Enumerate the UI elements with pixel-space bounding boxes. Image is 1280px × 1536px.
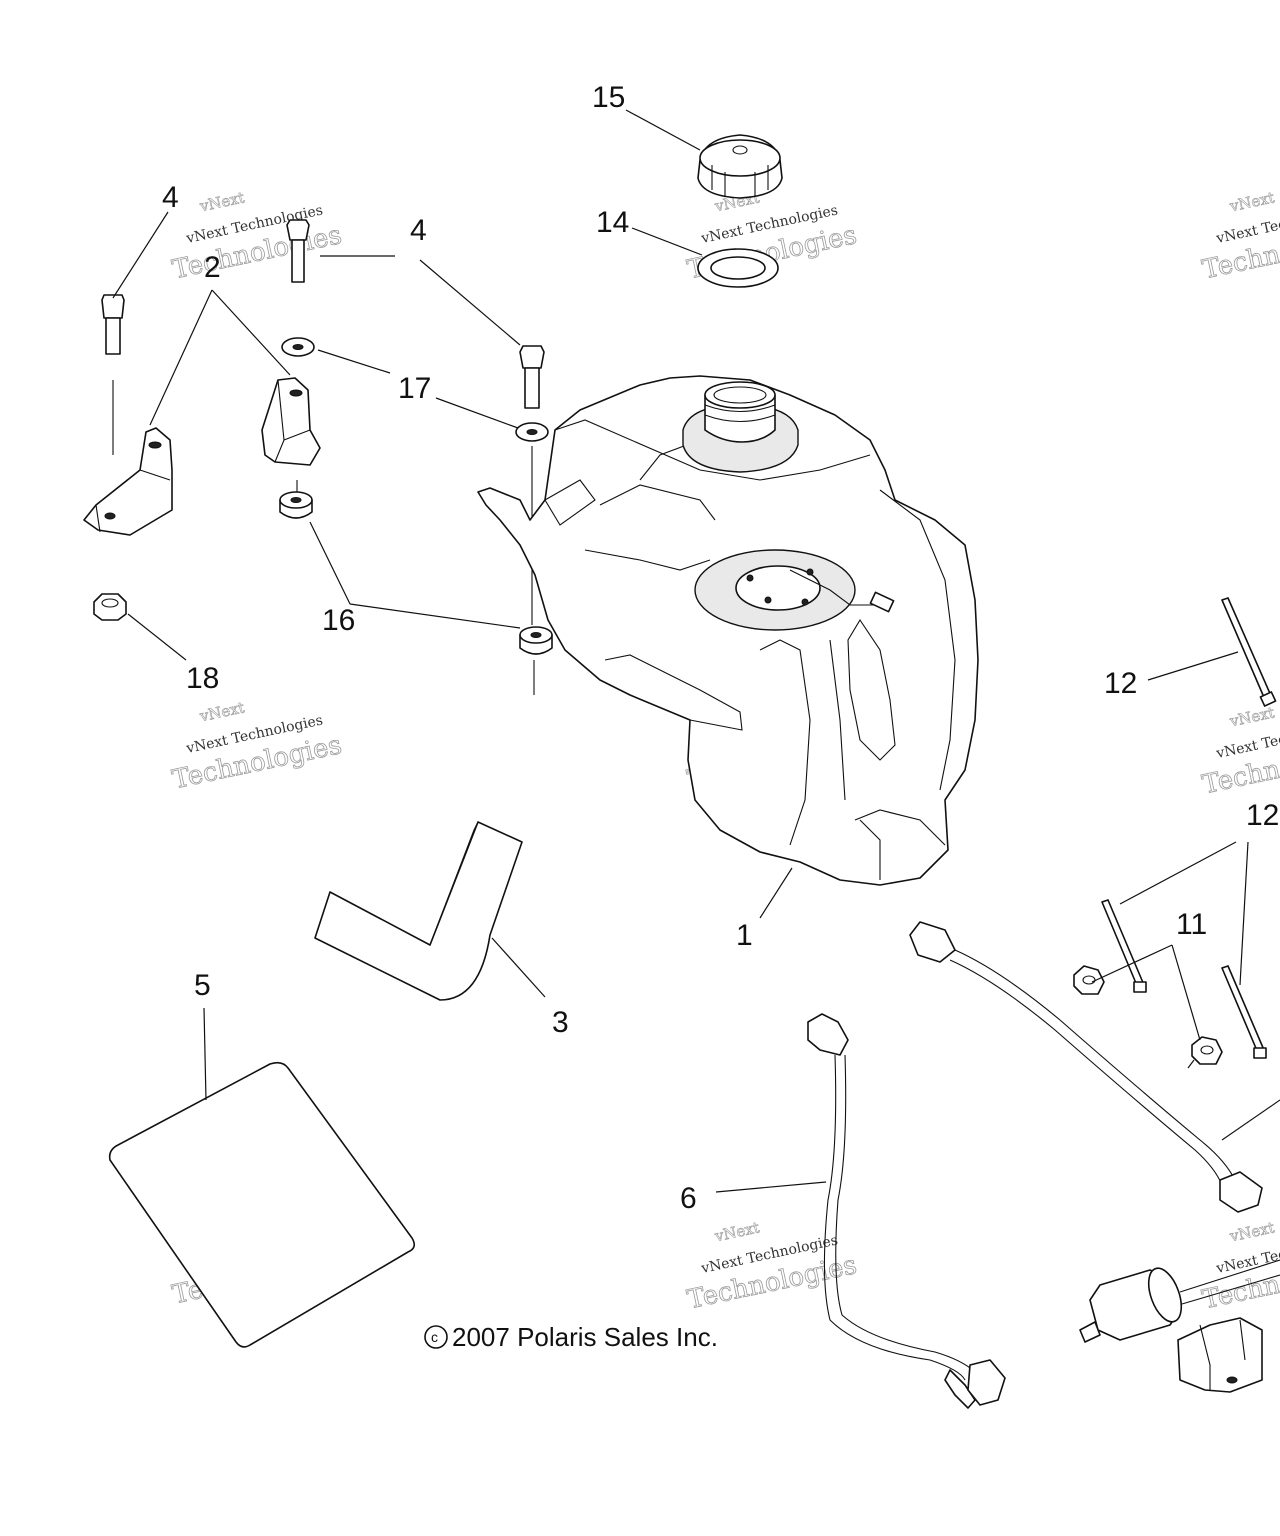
- cable-tie-low: [1221, 965, 1267, 1059]
- filter-bracket: [1177, 1317, 1263, 1393]
- grommet-left: [279, 491, 313, 519]
- watermark-script: vNext: [1227, 1218, 1276, 1245]
- bracket-right: [261, 377, 321, 466]
- callout-1: 1: [736, 919, 753, 952]
- callout-4-right: 4: [410, 214, 427, 247]
- callout-4-left: 4: [162, 181, 179, 214]
- callout-11: 11: [1176, 908, 1207, 941]
- callout-15: 15: [592, 81, 625, 114]
- copyright-circle: [424, 1325, 448, 1349]
- cable-tie-mid: [1101, 899, 1147, 993]
- watermark-script: vNext: [1227, 188, 1276, 215]
- watermark-script: vNext: [1227, 703, 1276, 730]
- callout-3: 3: [552, 1006, 569, 1039]
- washer-top: [281, 337, 315, 357]
- callout-12-upper: 12: [1104, 667, 1137, 700]
- cap-gasket: [697, 248, 779, 288]
- decal-sheet: [108, 1061, 416, 1348]
- watermark: vNext vNext Technologies Technologies: [684, 1218, 859, 1316]
- fuel-tank: [477, 375, 979, 886]
- leader-lines: [112, 109, 1249, 1193]
- callout-16: 16: [322, 604, 355, 637]
- fuel-cap: [697, 134, 783, 199]
- fuel-line: [807, 1013, 1006, 1409]
- callout-2: 2: [204, 251, 221, 284]
- bolt-top: [286, 219, 310, 283]
- watermark-script: vNext: [712, 1218, 761, 1245]
- copyright: c 2007 Polaris Sales Inc.: [424, 1322, 718, 1352]
- callout-14: 14: [596, 206, 629, 239]
- callout-18: 18: [186, 662, 219, 695]
- copyright-symbol: c: [431, 1329, 438, 1345]
- callout-12-lower: 12: [1246, 799, 1279, 832]
- watermark-script: vNext: [197, 188, 246, 215]
- callout-5: 5: [194, 969, 211, 1002]
- nut-lower: [1191, 1036, 1223, 1065]
- watermark-script: vNext: [197, 698, 246, 725]
- bracket-left: [83, 427, 173, 536]
- tank-pad: [314, 821, 523, 1001]
- callout-labels: 15 14 4 4 2 17 16 18 1 3 5 6 11 12 12: [162, 81, 1279, 1215]
- callout-17: 17: [398, 372, 431, 405]
- watermark: vNext vNext Technologies Technologies: [169, 188, 344, 286]
- washer-right: [515, 422, 549, 442]
- nut-upper: [1073, 965, 1105, 995]
- bolt-left: [101, 294, 125, 455]
- nut: [93, 593, 127, 621]
- copyright-text: 2007 Polaris Sales Inc.: [452, 1322, 718, 1352]
- fuel-filter: [1079, 1259, 1280, 1343]
- watermark: vNext vNext Technologies Technologies: [169, 698, 344, 796]
- callout-6: 6: [680, 1182, 697, 1215]
- axis-line: [296, 446, 535, 695]
- cable-tie-top: [1221, 597, 1277, 707]
- grommet-right: [519, 626, 553, 655]
- bolt-right: [519, 345, 545, 409]
- vent-hose: [909, 921, 1280, 1213]
- watermark: vNext vNext Technologies Technologies: [1199, 188, 1280, 286]
